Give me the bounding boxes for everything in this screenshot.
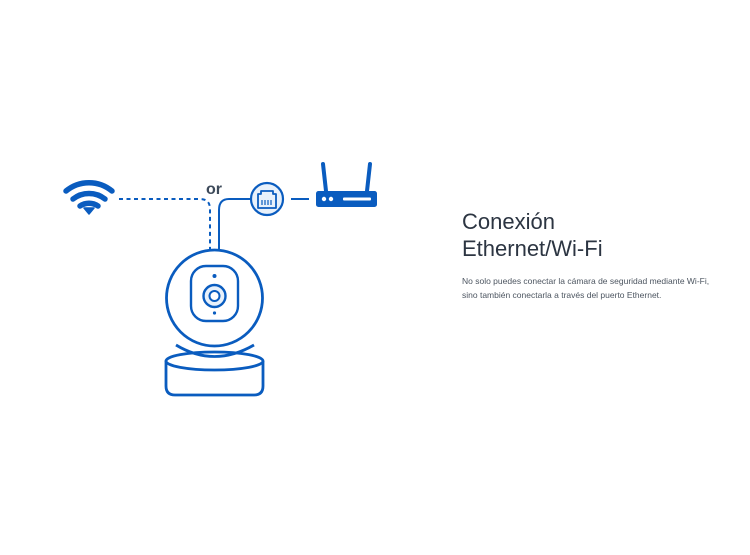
wifi-connection-line <box>119 198 211 250</box>
feature-title-line2: Ethernet/Wi-Fi <box>462 236 603 261</box>
feature-title: Conexión Ethernet/Wi-Fi <box>462 208 712 262</box>
ethernet-port-icon <box>249 181 285 217</box>
wifi-icon <box>63 179 115 215</box>
pan-tilt-camera-icon <box>164 248 265 397</box>
or-label: or <box>206 181 222 198</box>
feature-title-line1: Conexión <box>462 209 555 234</box>
feature-description: No solo puedes conectar la cámara de seg… <box>462 276 710 300</box>
router-icon <box>316 162 377 207</box>
feature-text-block: Conexión Ethernet/Wi-Fi No solo puedes c… <box>462 208 712 302</box>
ethernet-connection-line <box>218 198 250 250</box>
